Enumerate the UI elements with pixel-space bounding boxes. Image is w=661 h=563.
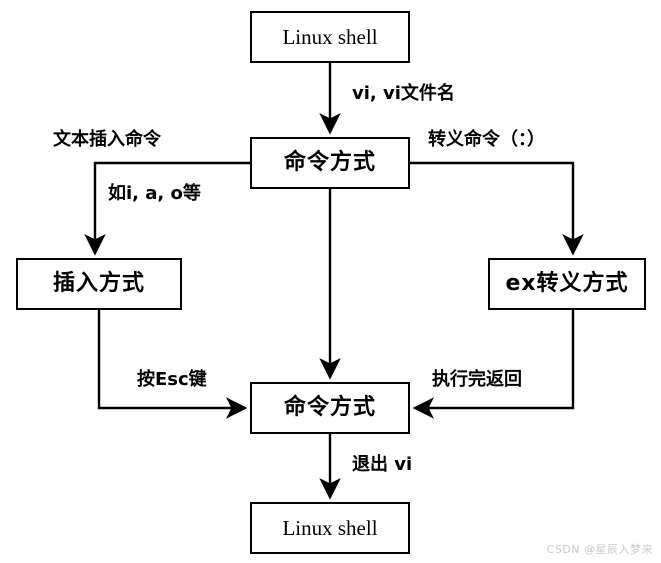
node-label: 命令方式 [283, 150, 376, 175]
node-command-mode-bottom[interactable]: 命令方式 [250, 382, 410, 434]
node-label: Linux shell [282, 24, 378, 49]
node-top-linux-shell[interactable]: Linux shell [250, 11, 410, 63]
edge-label-return-after-exec: 执行完返回 [432, 369, 522, 390]
node-label: 插入方式 [52, 271, 145, 296]
edge-label-press-esc: 按Esc键 [137, 369, 207, 390]
node-ex-escape-mode[interactable]: ex转义方式 [488, 258, 646, 310]
edge-ex-to-command [412, 310, 575, 419]
edge-label-quit-vi: 退出 vi [352, 454, 413, 475]
node-insert-mode[interactable]: 插入方式 [16, 258, 182, 310]
node-label: 命令方式 [283, 395, 376, 420]
node-command-mode-top[interactable]: 命令方式 [250, 137, 410, 189]
edge-label-text-insert-command: 文本插入命令 [53, 129, 161, 150]
edge-insert-to-command [97, 310, 248, 419]
edge-label-insert-keys: 如i, a, o等 [108, 183, 201, 204]
edge-label-escape-command: 转义命令（：） [428, 129, 545, 150]
node-bottom-linux-shell[interactable]: Linux shell [250, 502, 410, 554]
node-label: ex转义方式 [505, 271, 629, 296]
edge-command-to-ex [410, 161, 584, 256]
csdn-watermark: CSDN @星辰入梦来 [546, 543, 653, 556]
node-label: Linux shell [282, 515, 378, 540]
edge-label-vi-open: vi, vi文件名 [352, 83, 455, 104]
edge-command-to-insert [84, 161, 250, 256]
